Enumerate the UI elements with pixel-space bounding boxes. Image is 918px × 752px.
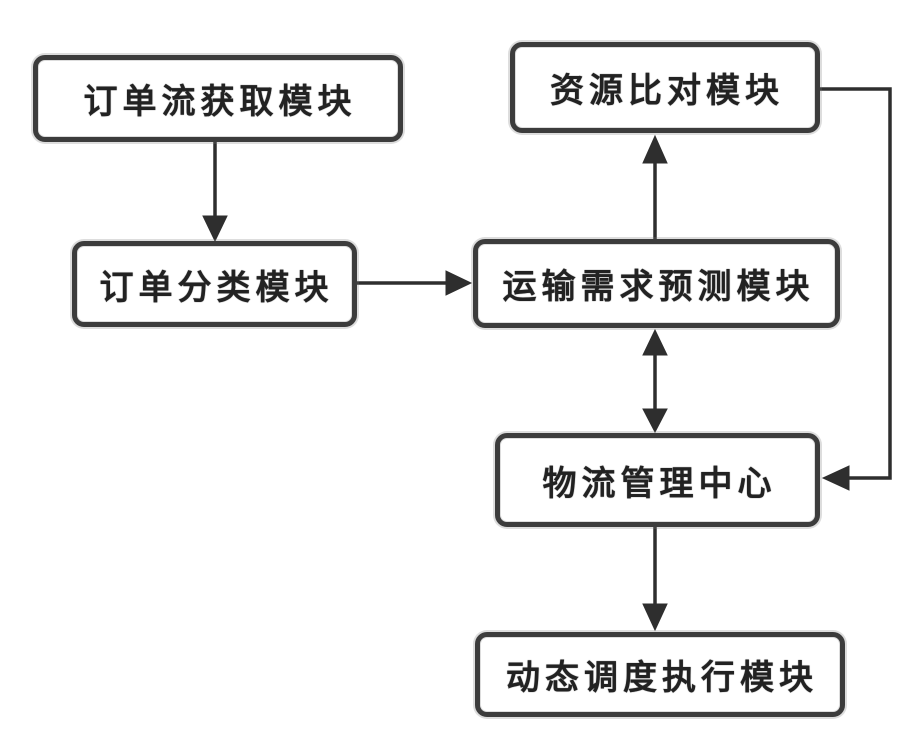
node-order-flow-acquisition-label: 订单流获取模块: [83, 83, 357, 121]
node-order-classification-label: 订单分类模块: [99, 268, 334, 307]
edge-logistics-to-dispatch-arrow: [642, 526, 668, 632]
node-order-classification: 订单分类模块: [72, 241, 357, 327]
node-logistics-management-center: 物流管理中心: [495, 433, 820, 527]
node-transport-demand-prediction-label: 运输需求预测模块: [502, 268, 815, 306]
node-order-flow-acquisition: 订单流获取模块: [33, 55, 403, 142]
node-transport-demand-prediction: 运输需求预测模块: [473, 239, 840, 328]
edge-classification-to-demand-arrow: [356, 270, 473, 296]
node-resource-comparison-label: 资源比对模块: [550, 72, 784, 110]
edge-resource-to-logistics-elbow-arrow: [819, 87, 892, 491]
node-resource-comparison: 资源比对模块: [510, 42, 820, 133]
node-logistics-management-center-label: 物流管理中心: [542, 464, 777, 503]
edge-orderflow-to-classification-arrow: [202, 140, 228, 243]
node-dynamic-dispatch-execution-label: 动态调度执行模块: [506, 659, 818, 697]
node-dynamic-dispatch-execution: 动态调度执行模块: [475, 632, 845, 717]
edge-demand-logistics-double-arrow: [642, 328, 668, 434]
edge-demand-to-resource-arrow: [642, 134, 668, 240]
